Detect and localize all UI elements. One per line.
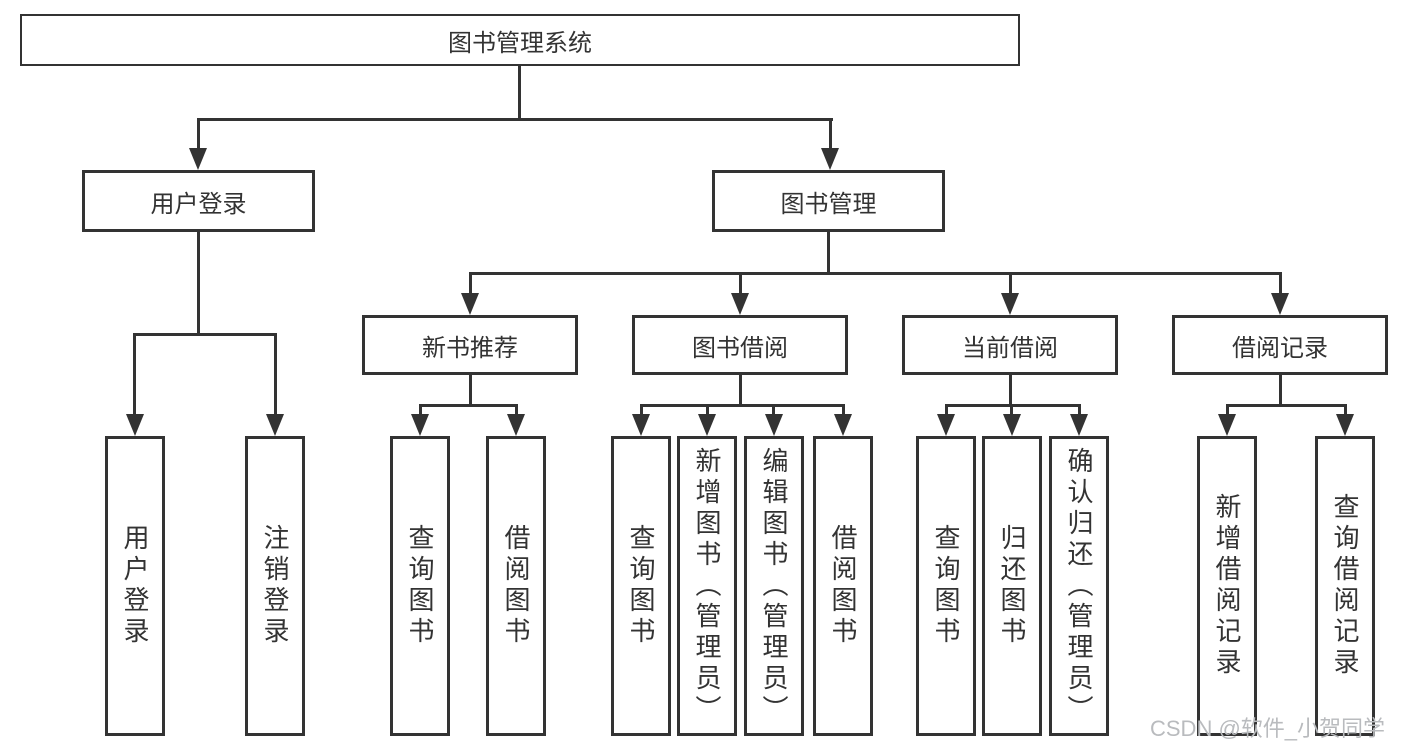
connector-arm bbox=[945, 404, 948, 416]
leaf-label: 用户登录 bbox=[120, 524, 150, 648]
connector-arm bbox=[133, 333, 136, 416]
connector-arm bbox=[197, 118, 200, 150]
connector-arm bbox=[1078, 404, 1081, 416]
leaf-label: 查询借阅记录 bbox=[1330, 493, 1360, 679]
node-user-login: 用户登录 bbox=[82, 170, 315, 232]
node-book-borrow: 图书借阅 bbox=[632, 315, 848, 375]
connector-arm bbox=[842, 404, 845, 416]
connector-arm bbox=[1009, 272, 1012, 295]
leaf-return-books: 归还图书 bbox=[982, 436, 1042, 736]
leaf-user-login: 用户登录 bbox=[105, 436, 165, 736]
arrowhead-down-icon bbox=[765, 414, 783, 436]
arrowhead-down-icon bbox=[821, 148, 839, 170]
leaf-label: 新增借阅记录 bbox=[1212, 493, 1242, 679]
node-borrow-records: 借阅记录 bbox=[1172, 315, 1388, 375]
arrowhead-down-icon bbox=[1070, 414, 1088, 436]
connector-arm bbox=[739, 272, 742, 295]
arrowhead-down-icon bbox=[411, 414, 429, 436]
arrowhead-down-icon bbox=[1271, 293, 1289, 315]
leaf-logout: 注销登录 bbox=[245, 436, 305, 736]
connector-current-borrow-stem bbox=[1009, 375, 1012, 406]
leaf-label: 编辑图书（管理员） bbox=[759, 446, 789, 726]
connector-new-books-stem bbox=[469, 375, 472, 406]
node-new-books: 新书推荐 bbox=[362, 315, 578, 375]
connector-book-mgmt-bar bbox=[469, 272, 1281, 275]
connector-arm bbox=[772, 404, 775, 416]
connector-book-borrow-stem bbox=[739, 375, 742, 406]
arrowhead-down-icon bbox=[698, 414, 716, 436]
connector-arm bbox=[419, 404, 422, 416]
arrowhead-down-icon bbox=[266, 414, 284, 436]
arrowhead-down-icon bbox=[1001, 293, 1019, 315]
connector-book-borrow-bar bbox=[640, 404, 845, 407]
arrowhead-down-icon bbox=[126, 414, 144, 436]
node-current-borrow: 当前借阅 bbox=[902, 315, 1118, 375]
leaf-borrow-books: 借阅图书 bbox=[813, 436, 873, 736]
leaf-borrow-books-newbooks: 借阅图书 bbox=[486, 436, 546, 736]
arrowhead-down-icon bbox=[632, 414, 650, 436]
leaf-add-books-admin: 新增图书（管理员） bbox=[677, 436, 737, 736]
leaf-label: 查询图书 bbox=[626, 524, 656, 648]
connector-arm bbox=[1344, 404, 1347, 416]
connector-arm bbox=[640, 404, 643, 416]
leaf-label: 查询图书 bbox=[931, 524, 961, 648]
leaf-confirm-return-admin: 确认归还（管理员） bbox=[1049, 436, 1109, 736]
arrowhead-down-icon bbox=[1218, 414, 1236, 436]
connector-root-bar bbox=[197, 118, 833, 121]
connector-arm bbox=[469, 272, 472, 295]
connector-new-books-bar bbox=[419, 404, 518, 407]
connector-user-login-bar bbox=[133, 333, 277, 336]
connector-arm bbox=[1226, 404, 1229, 416]
leaf-query-books-newbooks: 查询图书 bbox=[390, 436, 450, 736]
connector-borrow-records-bar bbox=[1226, 404, 1347, 407]
arrowhead-down-icon bbox=[1003, 414, 1021, 436]
arrowhead-down-icon bbox=[189, 148, 207, 170]
leaf-query-books-current: 查询图书 bbox=[916, 436, 976, 736]
leaf-label: 查询图书 bbox=[405, 524, 435, 648]
connector-arm bbox=[1279, 272, 1282, 295]
arrowhead-down-icon bbox=[937, 414, 955, 436]
connector-arm bbox=[274, 333, 277, 416]
leaf-label: 借阅图书 bbox=[828, 524, 858, 648]
node-root: 图书管理系统 bbox=[20, 14, 1020, 66]
connector-current-borrow-bar bbox=[945, 404, 1081, 407]
arrowhead-down-icon bbox=[834, 414, 852, 436]
connector-arm bbox=[515, 404, 518, 416]
leaf-query-borrow-record: 查询借阅记录 bbox=[1315, 436, 1375, 736]
leaf-label: 注销登录 bbox=[260, 524, 290, 648]
leaf-label: 新增图书（管理员） bbox=[692, 446, 722, 726]
node-book-management: 图书管理 bbox=[712, 170, 945, 232]
connector-arm bbox=[1010, 404, 1013, 416]
leaf-label: 确认归还（管理员） bbox=[1064, 446, 1094, 726]
arrowhead-down-icon bbox=[507, 414, 525, 436]
csdn-watermark: CSDN @软件_小贺同学 bbox=[1150, 716, 1386, 741]
arrowhead-down-icon bbox=[731, 293, 749, 315]
connector-user-login-stem bbox=[197, 232, 200, 335]
connector-borrow-records-stem bbox=[1279, 375, 1282, 406]
arrowhead-down-icon bbox=[1336, 414, 1354, 436]
connector-root-stem bbox=[518, 66, 521, 120]
leaf-label: 借阅图书 bbox=[501, 524, 531, 648]
connector-book-mgmt-stem bbox=[827, 232, 830, 274]
leaf-query-books-borrow: 查询图书 bbox=[611, 436, 671, 736]
leaf-edit-books-admin: 编辑图书（管理员） bbox=[744, 436, 804, 736]
leaf-add-borrow-record: 新增借阅记录 bbox=[1197, 436, 1257, 736]
leaf-label: 归还图书 bbox=[997, 524, 1027, 648]
arrowhead-down-icon bbox=[461, 293, 479, 315]
connector-arm bbox=[829, 118, 832, 150]
connector-arm bbox=[706, 404, 709, 416]
